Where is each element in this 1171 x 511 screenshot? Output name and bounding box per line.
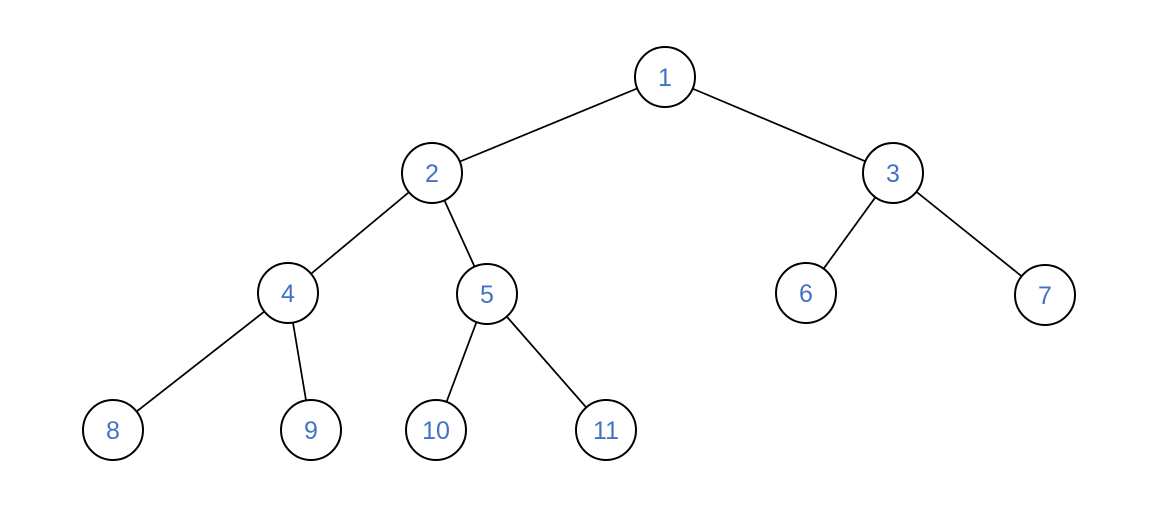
node-circle <box>775 262 837 324</box>
node-label: 8 <box>106 417 120 445</box>
tree-edge-4-8 <box>112 292 289 431</box>
tree-node-10: 10 <box>405 399 467 461</box>
node-label: 3 <box>886 160 900 188</box>
node-circle <box>401 142 463 204</box>
node-circle <box>456 263 518 325</box>
node-label: 7 <box>1038 282 1052 310</box>
tree-node-2: 2 <box>401 142 463 204</box>
node-circle <box>82 399 144 461</box>
node-label: 10 <box>422 417 450 445</box>
node-circle <box>1014 264 1076 326</box>
tree-node-9: 9 <box>280 399 342 461</box>
node-circle <box>862 142 924 204</box>
tree-node-5: 5 <box>456 263 518 325</box>
node-circle <box>634 46 696 108</box>
node-label: 11 <box>593 417 619 445</box>
node-label: 4 <box>281 280 295 308</box>
tree-edge-1-2 <box>431 76 666 174</box>
tree-node-7: 7 <box>1014 264 1076 326</box>
tree-edge-3-7 <box>892 172 1046 296</box>
node-label: 9 <box>304 417 318 445</box>
tree-node-8: 8 <box>82 399 144 461</box>
node-circle <box>280 399 342 461</box>
node-label: 5 <box>480 281 494 309</box>
tree-node-3: 3 <box>862 142 924 204</box>
tree-edge-1-3 <box>664 76 894 174</box>
tree-node-4: 4 <box>257 262 319 324</box>
node-label: 1 <box>658 64 672 92</box>
node-circle <box>405 399 467 461</box>
tree-node-6: 6 <box>775 262 837 324</box>
tree-node-1: 1 <box>634 46 696 108</box>
node-label: 6 <box>799 280 813 308</box>
tree-edge-2-4 <box>287 172 433 294</box>
tree-node-11: 11 <box>575 399 637 461</box>
node-label: 2 <box>425 160 439 188</box>
node-circle <box>257 262 319 324</box>
node-circle <box>575 399 637 461</box>
